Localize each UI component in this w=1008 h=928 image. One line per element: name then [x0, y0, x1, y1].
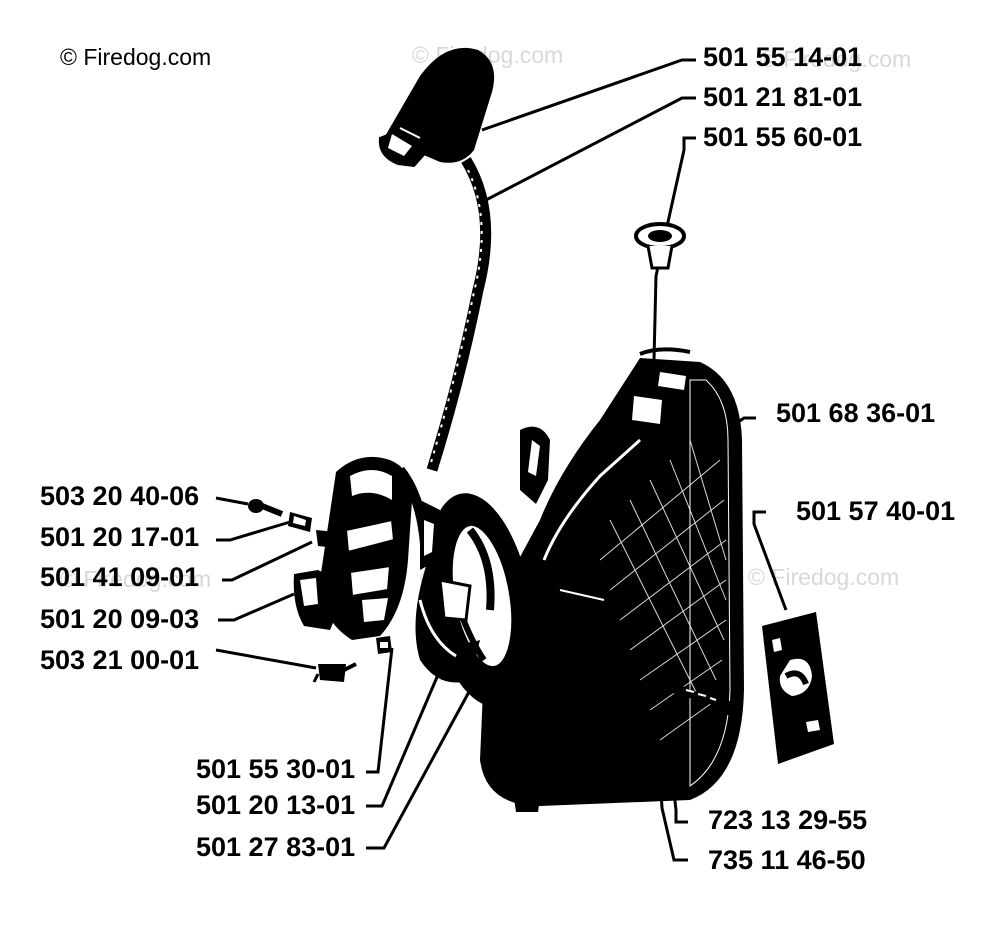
washer-501-20-17-01 [288, 512, 312, 532]
leader-501-21-81-01 [485, 96, 696, 202]
part-label: 501 20 09-03 [40, 604, 200, 634]
leader-501-41-09-01 [222, 540, 313, 582]
spring-clip [520, 426, 550, 504]
watermark-top-right: © Firedog.com [760, 46, 912, 72]
leader-501-55-60-01 [652, 136, 696, 361]
screw-503-20-40-06 [248, 499, 284, 517]
leader-501-27-83-01 [366, 689, 472, 850]
starter-hub [320, 456, 440, 640]
part-label: 503 20 40-06 [40, 481, 200, 511]
part-label: 501 20 13-01 [196, 790, 356, 820]
part-label: 501 55 14-01 [703, 42, 863, 72]
screw-723-13-29-55 [668, 680, 734, 716]
part-label: 501 21 81-01 [703, 82, 863, 112]
part-label: 501 41 09-01 [40, 562, 200, 592]
part-label: 501 55 30-01 [196, 754, 356, 784]
leader-501-55-14-01 [481, 58, 696, 132]
part-label: 723 13 29-55 [708, 805, 868, 835]
part-label: 501 55 60-01 [703, 122, 863, 152]
leader-501-57-40-01 [752, 510, 788, 611]
leader-501-20-17-01 [216, 520, 291, 542]
part-label: 501 20 17-01 [40, 522, 200, 552]
leader-501-20-13-01 [366, 669, 442, 808]
copyright-text: © Firedog.com [60, 44, 212, 70]
leader-501-20-09-03 [218, 592, 295, 622]
recoil-spring-cover [415, 560, 480, 683]
part-label: 501 27 83-01 [196, 832, 356, 862]
starter-rope [426, 157, 492, 472]
spacer-501-41-09-01 [316, 530, 338, 548]
starter-handle [378, 47, 495, 168]
leader-501-55-30-01 [366, 647, 394, 774]
part-label: 501 57 40-01 [796, 496, 956, 526]
decal-plate [762, 612, 834, 764]
pawl-501-20-09-03 [293, 570, 342, 630]
small-pin [376, 636, 392, 654]
part-label: 503 21 00-01 [40, 645, 200, 675]
screw-503-21-00-01 [312, 662, 357, 683]
watermark-left: © Firedog.com [60, 566, 212, 592]
leader-503-20-40-06 [215, 496, 249, 506]
part-label: 501 68 36-01 [776, 398, 936, 428]
part-label: 735 11 46-50 [708, 845, 866, 875]
leader-503-21-00-01 [215, 648, 317, 670]
rope-guide-bushing [634, 222, 686, 270]
